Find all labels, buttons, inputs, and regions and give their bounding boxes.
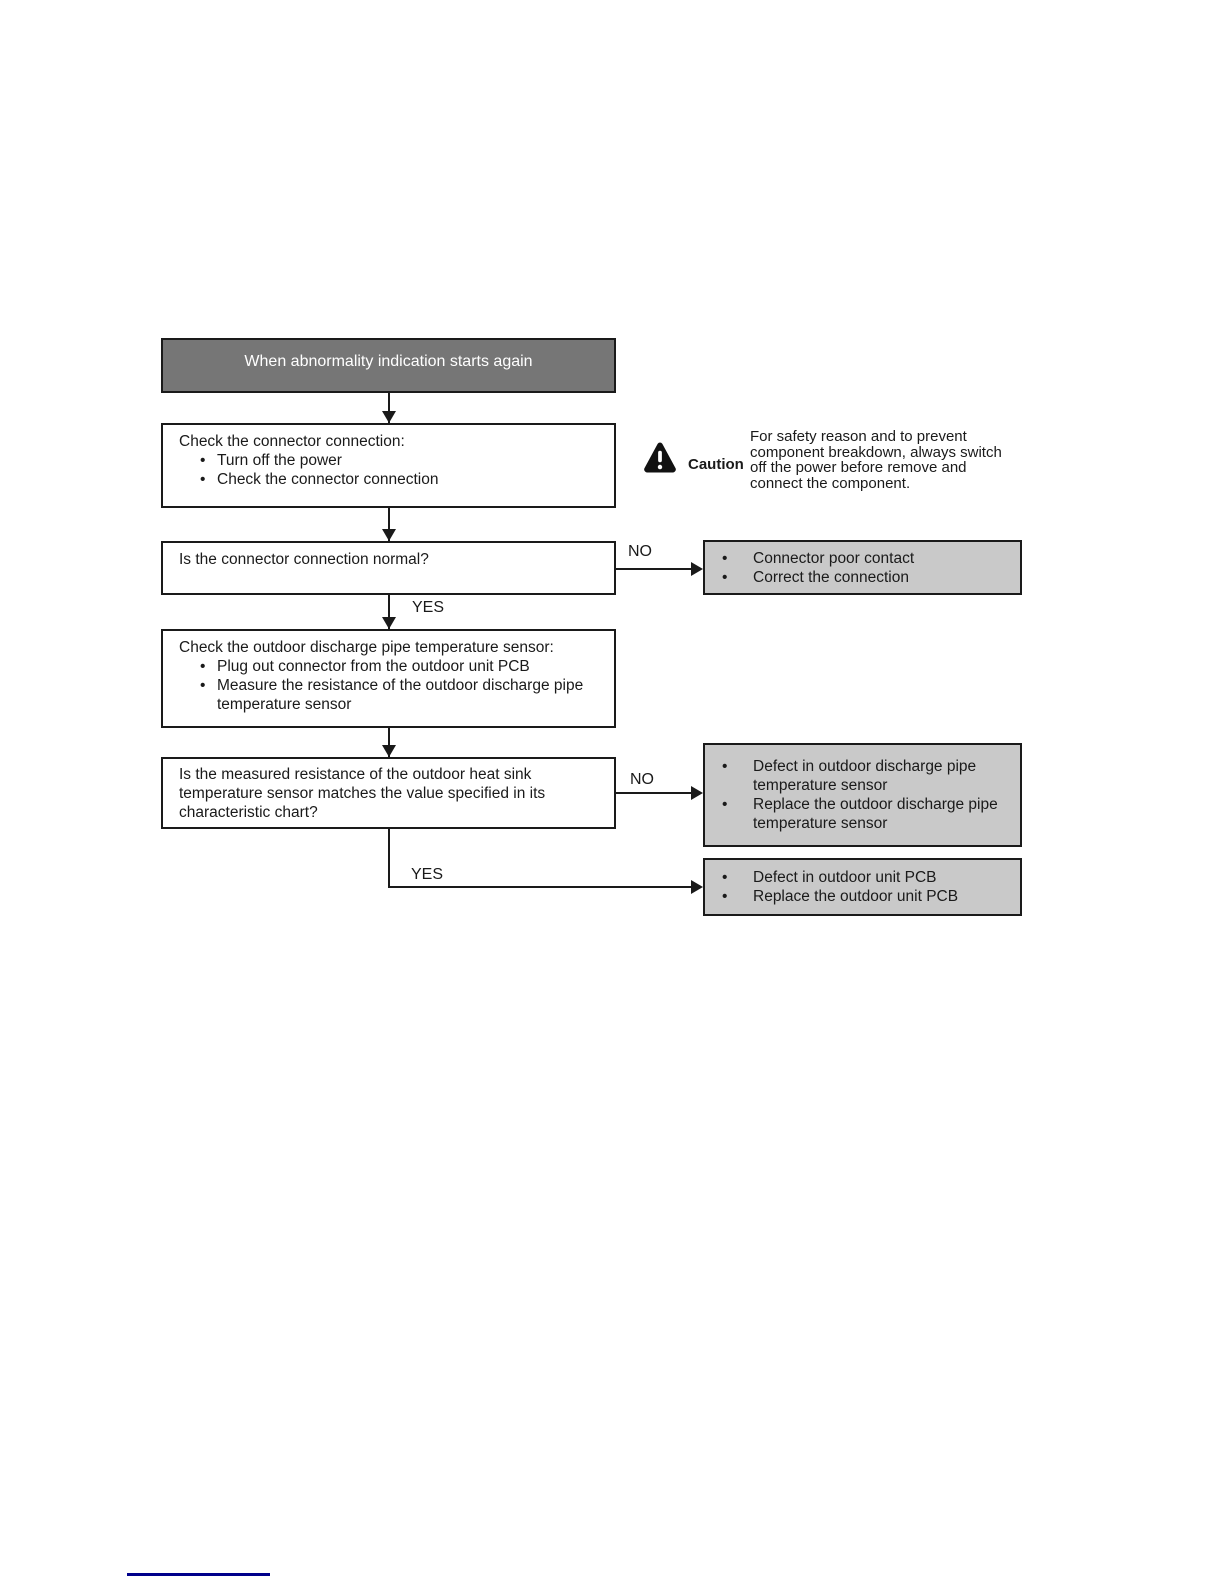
bullet-item: Turn off the power [200,451,604,470]
connector-line [388,393,390,423]
bullet-item: Connector poor contact [722,549,1020,568]
bullet-item: Measure the resistance of the outdoor di… [200,676,604,714]
bullet-text: Defect in outdoor discharge pipe tempera… [753,758,977,794]
bullet-item: Correct the connection [722,568,1020,587]
bullet-item: Plug out connector from the outdoor unit… [200,657,604,676]
warning-triangle-icon [644,442,676,473]
bullet-icon [722,795,753,833]
no-label: NO [630,771,654,788]
bullet-icon [722,887,753,906]
bullet-item: Replace the outdoor discharge pipe tempe… [722,795,1020,833]
footer-link-underline[interactable] [127,1573,270,1576]
step2-box: Check the outdoor discharge pipe tempera… [161,629,616,728]
bullet-icon [200,470,217,489]
bullet-icon [722,757,753,795]
no-label: NO [628,543,652,560]
bullet-text: Turn off the power [217,452,342,469]
bullet-icon [200,676,217,714]
decision1-question: Is the connector connection normal? [179,551,429,568]
caution-label: Caution [688,456,744,473]
arrow-right-icon [691,786,703,800]
step1-heading: Check the connector connection: [179,433,405,450]
decision1-box: Is the connector connection normal? [161,541,616,595]
connector-line [616,568,693,570]
bullet-text: Check the connector connection [217,471,439,488]
connector-line [616,792,693,794]
result3-box: Defect in outdoor unit PCB Replace the o… [703,858,1022,916]
bullet-item: Defect in outdoor discharge pipe tempera… [722,757,1020,795]
bullet-text: Replace the outdoor discharge pipe tempe… [753,796,998,832]
yes-label: YES [412,599,445,616]
connector-line [388,595,390,629]
arrow-down-icon [382,529,396,541]
bullet-item: Replace the outdoor unit PCB [722,887,1020,906]
bullet-icon [200,451,217,470]
bullet-icon [722,868,753,887]
bullet-text: Defect in outdoor unit PCB [753,869,937,886]
yes-label: YES [411,866,444,883]
step1-box: Check the connector connection: Turn off… [161,423,616,508]
flow-title-text: When abnormality indication starts again [244,353,533,370]
decision2-box: Is the measured resistance of the outdoo… [161,757,616,829]
bullet-text: Plug out connector from the outdoor unit… [217,658,530,675]
bullet-text: Measure the resistance of the outdoor di… [217,677,584,713]
bullet-text: Correct the connection [753,568,909,586]
arrow-right-icon [691,562,703,576]
flow-title-box: When abnormality indication starts again [161,338,616,393]
bullet-item: Check the connector connection [200,470,604,489]
arrow-down-icon [382,411,396,423]
caution-note: Caution [643,441,744,474]
arrow-right-icon [691,880,703,894]
arrow-down-icon [382,745,396,757]
result2-box: Defect in outdoor discharge pipe tempera… [703,743,1022,847]
bullet-text: Connector poor contact [753,549,915,567]
decision2-question: Is the measured resistance of the outdoo… [179,766,546,821]
connector-line [388,508,390,541]
connector-line [388,728,390,757]
result1-box: Connector poor contact Correct the conne… [703,540,1022,595]
bullet-item: Defect in outdoor unit PCB [722,868,1020,887]
bullet-icon [722,568,753,587]
arrow-down-icon [382,617,396,629]
bullet-text: Replace the outdoor unit PCB [753,888,959,905]
connector-line [388,886,691,888]
bullet-icon [722,549,753,568]
bullet-icon [200,657,217,676]
connector-line [388,829,390,888]
step2-heading: Check the outdoor discharge pipe tempera… [179,639,554,656]
caution-text: For safety reason and to prevent compone… [750,428,1002,492]
